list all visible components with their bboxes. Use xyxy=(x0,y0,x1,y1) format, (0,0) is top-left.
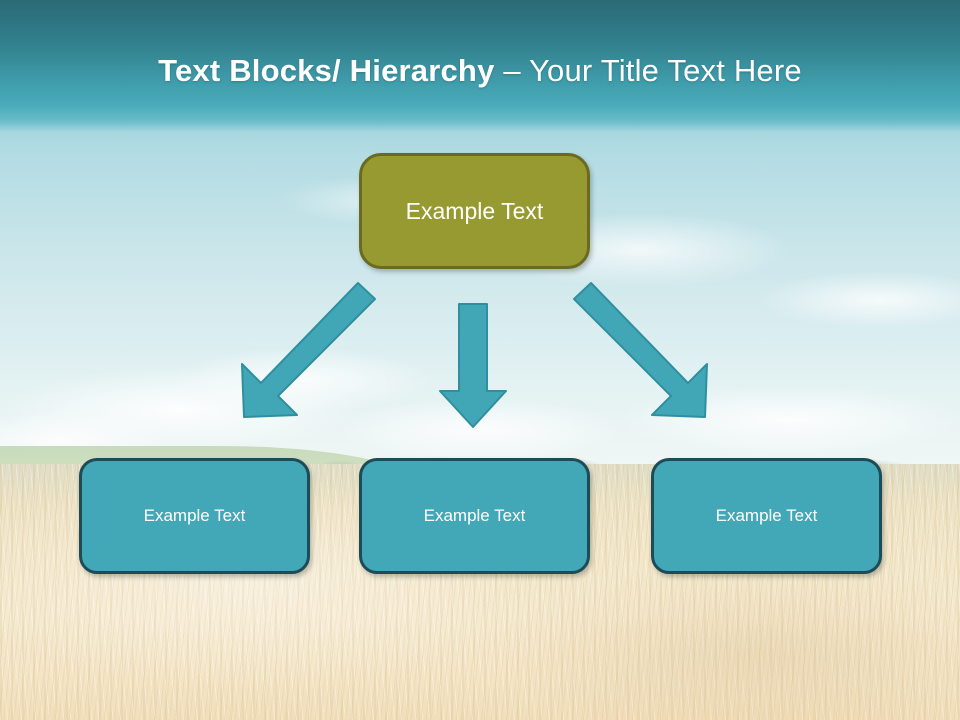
hierarchy-top-node-label: Example Text xyxy=(405,197,544,224)
arrow-down-right-icon xyxy=(573,282,708,418)
page-title-regular: – Your Title Text Here xyxy=(503,53,802,88)
hierarchy-leaf-node-1-label: Example Text xyxy=(143,506,246,525)
hierarchy-leaf-node-2-label: Example Text xyxy=(423,506,526,525)
arrow-down-icon xyxy=(439,303,507,428)
hierarchy-leaf-node-3-label: Example Text xyxy=(715,506,818,525)
title-banner xyxy=(0,0,960,132)
hierarchy-top-node[interactable]: Example Text xyxy=(359,153,590,269)
arrow-down-left-icon xyxy=(241,282,376,418)
page-title: Text Blocks/ Hierarchy – Your Title Text… xyxy=(0,52,960,90)
page-title-bold: Text Blocks/ Hierarchy xyxy=(158,53,504,88)
hierarchy-leaf-node-2[interactable]: Example Text xyxy=(359,458,590,574)
hierarchy-leaf-node-3[interactable]: Example Text xyxy=(651,458,882,574)
hierarchy-leaf-node-1[interactable]: Example Text xyxy=(79,458,310,574)
